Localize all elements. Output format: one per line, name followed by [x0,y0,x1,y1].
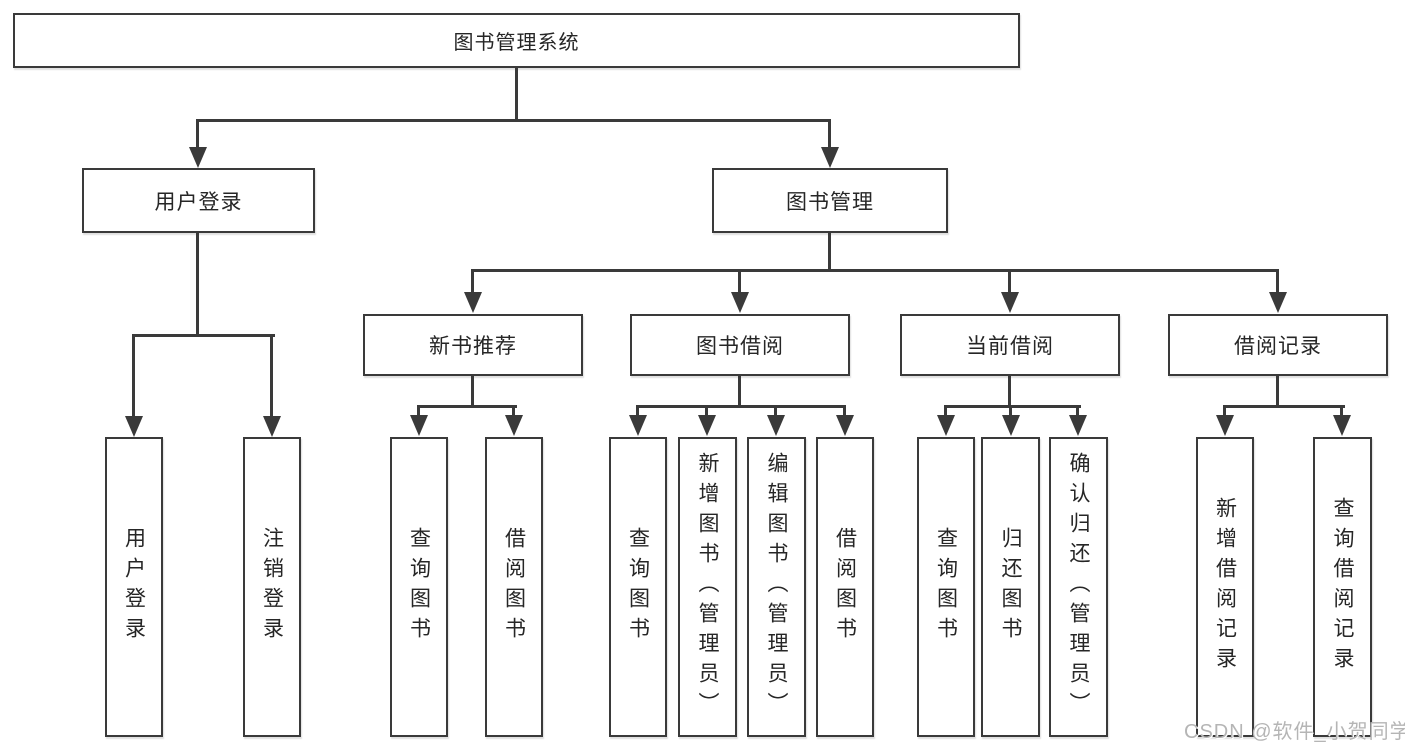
arrow-to-book-management [828,120,831,147]
node-current-borrow-label: 当前借阅 [966,335,1054,358]
leaf-borrow-add-books: 新增图书（管理员） [678,437,737,737]
node-book-management-label: 图书管理 [786,190,874,214]
node-root-label: 图书管理系统 [453,32,580,54]
arrow-to-records-query [1340,406,1343,415]
arrow-to-borrow-edit [774,406,777,415]
leaf-borrow-borrow-books: 借阅图书 [816,437,874,737]
node-user-login: 用户登录 [82,168,315,233]
node-user-login-label: 用户登录 [154,190,243,214]
arrow-to-current-return [1009,406,1012,415]
arrow-to-recommend-borrow [512,406,515,415]
arrow-to-leaf-logout [270,335,273,416]
arrow-to-current-query [944,406,947,415]
leaf-recommend-borrow-books: 借阅图书 [485,437,543,737]
leaf-current-confirm-return-label: 确认归还（管理员） [1067,452,1090,722]
leaf-borrow-edit-books: 编辑图书（管理员） [747,437,806,737]
hline-login-group [132,334,275,337]
node-book-borrow: 图书借阅 [630,314,850,376]
arrow-to-records-add [1223,406,1226,415]
leaf-borrow-borrow-books-label: 借阅图书 [833,527,857,647]
leaf-current-return-books: 归还图书 [981,437,1040,737]
arrow-to-borrow-records [1276,270,1279,292]
arrow-to-borrow-query [636,406,639,415]
hline-level2 [196,119,831,122]
hline-group-current [944,405,1081,408]
leaf-recommend-borrow-books-label: 借阅图书 [502,527,526,647]
node-current-borrow: 当前借阅 [900,314,1120,376]
leaf-user-login: 用户登录 [105,437,163,737]
node-new-book-recommend-label: 新书推荐 [429,335,517,358]
leaf-borrow-query-books-label: 查询图书 [626,527,650,647]
leaf-borrow-add-books-label: 新增图书（管理员） [696,452,719,722]
arrow-to-leaf-login [132,335,135,416]
leaf-current-confirm-return: 确认归还（管理员） [1049,437,1108,737]
leaf-borrow-edit-books-label: 编辑图书（管理员） [765,452,788,722]
hline-group-borrow [636,405,846,408]
stem-book-borrow-group [738,376,741,407]
leaf-records-add-record: 新增借阅记录 [1196,437,1254,737]
stem-new-book-recommend [471,376,474,407]
node-borrow-records: 借阅记录 [1168,314,1388,376]
leaf-recommend-query-books: 查询图书 [390,437,448,737]
leaf-user-login-label: 用户登录 [122,527,146,647]
arrow-to-book-borrow [738,270,741,292]
node-new-book-recommend: 新书推荐 [363,314,583,376]
leaf-borrow-query-books: 查询图书 [609,437,667,737]
stem-borrow-records-group [1276,376,1279,407]
arrow-to-recommend-query [417,406,420,415]
leaf-current-return-books-label: 归还图书 [999,527,1022,647]
stem-current-borrow-group [1008,376,1011,407]
hline-group-records [1223,405,1345,408]
arrow-to-borrow-borrow [843,406,846,415]
hline-level3 [471,269,1279,272]
node-book-borrow-label: 图书借阅 [696,335,784,358]
leaf-records-query-record: 查询借阅记录 [1313,437,1372,737]
stem-user-login [196,233,199,336]
leaf-current-query-books-label: 查询图书 [934,527,958,647]
csdn-watermark: CSDN @软件_小贺同学 [1184,721,1405,743]
node-root: 图书管理系统 [13,13,1020,68]
leaf-records-query-record-label: 查询借阅记录 [1331,497,1354,677]
arrow-to-borrow-add [705,406,708,415]
arrow-to-new-book-recommend [471,270,474,292]
stem-book-management [828,233,831,271]
leaf-logout-label: 注销登录 [260,527,284,647]
leaf-logout: 注销登录 [243,437,301,737]
arrow-to-current-confirm [1076,406,1079,415]
arrow-to-user-login [196,120,199,147]
leaf-current-query-books: 查询图书 [917,437,975,737]
arrow-to-current-borrow [1008,270,1011,292]
stem-root [515,68,518,121]
leaf-records-add-record-label: 新增借阅记录 [1213,497,1237,677]
hline-group-recommend [417,405,517,408]
node-book-management: 图书管理 [712,168,948,233]
leaf-recommend-query-books-label: 查询图书 [407,527,431,647]
node-borrow-records-label: 借阅记录 [1234,335,1322,358]
